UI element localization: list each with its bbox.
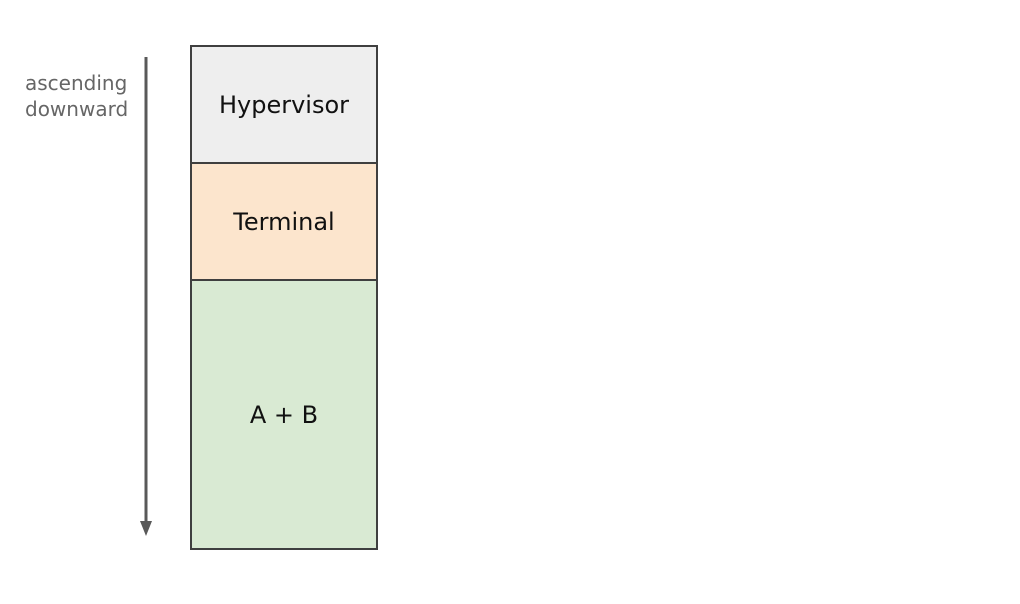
layer-stack: Hypervisor Terminal A + B [190,45,378,550]
downward-arrow [140,57,152,536]
direction-label-line-1: ascending [25,71,128,95]
layer-hypervisor-label: Hypervisor [218,90,350,119]
arrow-head [140,521,152,536]
layer-terminal: Terminal [192,164,376,281]
direction-label: ascending downward [25,70,135,122]
layer-a-plus-b: A + B [192,281,376,548]
layer-hypervisor: Hypervisor [192,47,376,164]
layer-terminal-label: Terminal [233,207,335,236]
layer-a-plus-b-label: A + B [249,400,319,429]
direction-label-line-2: downward [25,97,129,121]
